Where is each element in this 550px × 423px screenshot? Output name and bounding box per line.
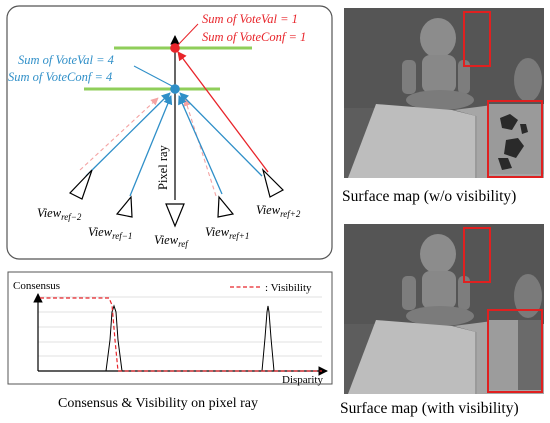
blue-ray-ref-2	[85, 92, 171, 177]
view-label-ref+2: Viewref+2	[256, 203, 301, 219]
view-base: View	[37, 206, 62, 220]
view-label-ref: Viewref	[154, 233, 189, 249]
camera-ref-1	[115, 195, 133, 218]
red-annotation-line2: Sum of VoteConf = 1	[202, 30, 306, 44]
view-label-ref+1: Viewref+1	[205, 225, 249, 241]
view-base: View	[256, 203, 281, 217]
dashed-ray-left	[79, 97, 159, 171]
consensus-caption: Consensus & Visibility on pixel ray	[58, 396, 258, 411]
consensus-grid	[38, 296, 322, 357]
blue-ray-ref-1	[129, 95, 173, 197]
view-base: View	[88, 225, 113, 239]
surface-map-bottom-caption: Surface map (with visibility)	[340, 400, 519, 417]
surface-map-top	[344, 8, 544, 178]
blue-ray-ref+2	[179, 92, 263, 177]
camera-ref+1	[217, 195, 235, 218]
surface-map-bottom	[344, 224, 544, 394]
dashed-ray-right	[183, 98, 217, 197]
highlight-box-top-2	[487, 100, 543, 178]
blue-point	[170, 84, 180, 94]
consensus-y-label: Consensus	[13, 280, 60, 292]
blue-annotation-pointer	[133, 65, 173, 87]
camera-ref+2	[261, 168, 284, 198]
view-subscript: ref	[178, 239, 189, 249]
ray-diagram-frame	[6, 5, 333, 260]
red-annotation-pointer	[176, 23, 199, 47]
view-subscript: ref−2	[61, 212, 82, 222]
blue-ray-ref+1	[178, 95, 223, 195]
view-subscript: ref−1	[112, 231, 132, 241]
disparity-x-label: Disparity	[282, 374, 323, 386]
blue-annotation-line1: Sum of VoteVal = 4	[18, 53, 114, 67]
pixel-ray-label: Pixel ray	[156, 144, 170, 190]
view-subscript: ref+1	[229, 231, 249, 241]
view-subscript: ref+2	[280, 209, 301, 219]
consensus-peak-2	[261, 305, 275, 372]
red-ray-ref+2	[177, 51, 269, 173]
view-base: View	[205, 225, 230, 239]
consensus-chart-frame	[7, 271, 333, 385]
consensus-peak-1	[105, 304, 123, 372]
camera-ref	[165, 203, 185, 228]
view-label-ref-1: Viewref−1	[88, 225, 132, 241]
view-base: View	[154, 233, 179, 247]
surface-map-top-caption: Surface map (w/o visibility)	[342, 188, 517, 205]
camera-ref-2	[69, 169, 93, 200]
highlight-box-bottom-2	[487, 309, 543, 393]
blue-annotation: Sum of VoteVal = 4 Sum of VoteConf = 4	[8, 53, 114, 84]
highlight-box-top-1	[463, 11, 491, 67]
visibility-legend-label: : Visibility	[265, 282, 312, 294]
red-annotation: Sum of VoteVal = 1 Sum of VoteConf = 1	[202, 12, 306, 44]
view-label-ref-2: Viewref−2	[37, 206, 82, 222]
red-annotation-line1: Sum of VoteVal = 1	[202, 12, 298, 26]
visibility-curve	[40, 297, 322, 372]
highlight-box-bottom-1	[463, 227, 491, 283]
blue-annotation-line2: Sum of VoteConf = 4	[8, 70, 112, 84]
